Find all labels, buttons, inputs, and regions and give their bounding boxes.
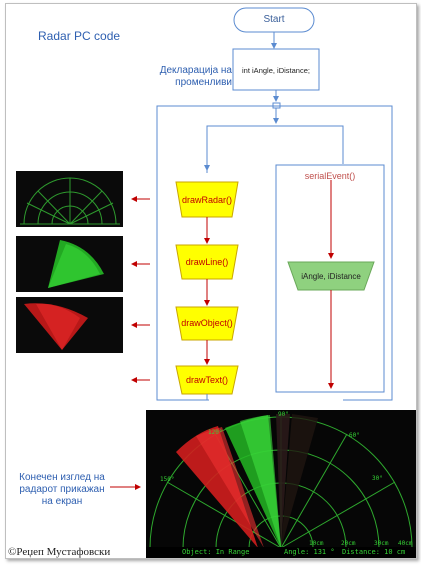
func-draw-text: drawText() bbox=[185, 375, 228, 385]
split-line bbox=[206, 125, 344, 173]
copyright-text: ©Реџеп Мустафовски bbox=[8, 546, 111, 558]
tick-120: 120° bbox=[208, 429, 223, 436]
final-radar-caption: Конечен изглед на радарот прикажан на ек… bbox=[19, 472, 105, 507]
func-draw-text-shape bbox=[175, 365, 239, 395]
status-angle: Angle: 131 ° bbox=[284, 548, 335, 556]
func-draw-radar-shape bbox=[175, 181, 239, 218]
range-30: 30cm bbox=[374, 540, 389, 547]
serial-vars-shape bbox=[287, 261, 375, 291]
serial-event-label: serialEvent() bbox=[304, 171, 356, 181]
func-draw-object: drawObject() bbox=[181, 318, 233, 328]
start-label: Start bbox=[263, 14, 285, 25]
tick-90: 90° bbox=[278, 411, 289, 418]
serial-vars-label: iAngle, iDistance bbox=[301, 272, 361, 281]
func-draw-line: drawLine() bbox=[185, 257, 229, 267]
final-radar-screen bbox=[146, 410, 416, 558]
diagram-title: Radar PC code bbox=[38, 29, 121, 43]
thumb-radar-grid bbox=[16, 171, 123, 227]
declaration-label: Декларација на променливи bbox=[159, 65, 232, 88]
range-40: 40cm bbox=[398, 540, 413, 547]
loop-outer bbox=[156, 105, 393, 401]
func-draw-line-shape bbox=[175, 244, 239, 280]
thumb-red-object bbox=[16, 297, 123, 353]
func-draw-radar: drawRadar() bbox=[181, 195, 232, 205]
tick-60: 60° bbox=[349, 432, 360, 439]
tick-150: 150° bbox=[160, 476, 175, 483]
status-object: Object: In Range bbox=[182, 548, 250, 556]
declaration-code: int iAngle, iDistance; bbox=[242, 66, 310, 75]
radar-status-bar: Object: In Range Angle: 131 ° Distance: … bbox=[146, 547, 416, 558]
thumb-green-sweep bbox=[16, 236, 123, 292]
status-distance: Distance: 10 cm bbox=[342, 548, 406, 556]
range-10: 10cm bbox=[309, 540, 324, 547]
radar-labels: 30° 60° 90° 120° 150° 10cm 20cm 30cm 40c… bbox=[146, 410, 416, 558]
tick-30: 30° bbox=[372, 475, 383, 482]
func-draw-object-shape bbox=[175, 306, 239, 341]
range-20: 20cm bbox=[341, 540, 356, 547]
